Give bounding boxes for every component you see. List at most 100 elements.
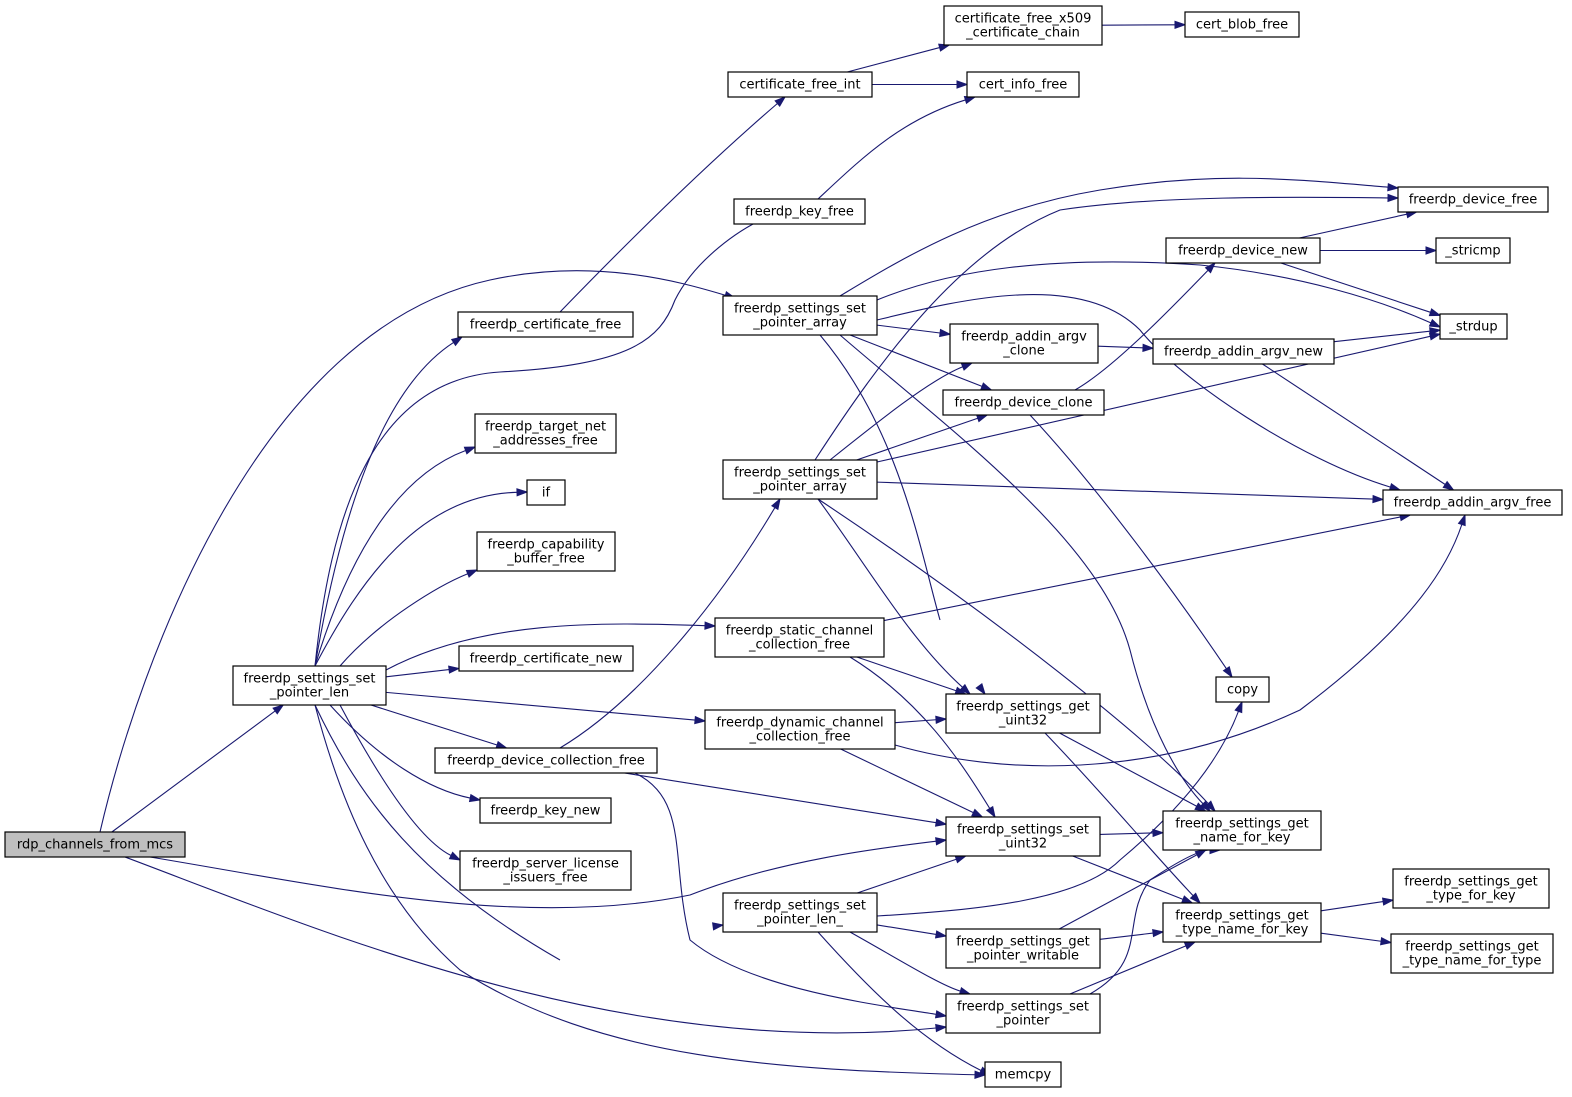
node-label: _uint32 [998,714,1047,729]
node-device-collection-free[interactable]: freerdp_device_collection_free [434,747,658,774]
edge-line [817,931,982,1072]
node-box [479,797,612,824]
node-cert-blob-free[interactable]: cert_blob_free [1184,11,1300,38]
edge-certificate-free-x509-certificate-chain-to-cert-blob-free [1101,20,1187,30]
edge-arrowhead [1194,802,1207,812]
edge-arrowhead [495,740,509,749]
node-box [722,295,878,336]
node-certificate-free[interactable]: freerdp_certificate_free [457,311,634,338]
edge-line [817,498,963,688]
node-label: _certificate_chain [965,26,1080,41]
node-box [945,693,1101,734]
node-device-free[interactable]: freerdp_device_free [1397,186,1549,213]
node-addin-argv-free[interactable]: freerdp_addin_argv_free [1382,489,1563,516]
node-box [1184,11,1300,38]
node-get-type-for-key[interactable]: freerdp_settings_get_type_for_key [1392,868,1550,909]
node-certificate-free-int[interactable]: certificate_free_int [727,71,873,98]
edge-arrowhead [272,704,285,715]
node-capability-buffer-free[interactable]: freerdp_capability_buffer_free [476,531,616,572]
node-static-channel-collection-free[interactable]: freerdp_static_channel_collection_free [714,617,885,658]
node-device-clone[interactable]: freerdp_device_clone [942,389,1105,416]
edge-set-pointer-len-to-if [314,488,529,667]
edge-line [99,270,726,833]
node-if[interactable]: if [526,479,566,506]
edge-line [1059,732,1197,807]
node-box [1435,237,1511,264]
node-dynamic-channel-collection-free[interactable]: freerdp_dynamic_channel_collection_free [704,709,896,750]
node-addin-argv-clone[interactable]: freerdp_addin_argv_clone [949,323,1099,364]
node-get-uint32[interactable]: freerdp_settings_get_uint32 [945,693,1101,734]
edge-line [814,196,1389,461]
edge-set-pointer-len-to-key-new [329,704,482,803]
edge-key-free-to-cert-info-free [817,96,977,200]
edge-set-pointer-len-to-set-pointer-len- [314,704,725,961]
edge-line [559,103,778,313]
edge-arrowhead [985,805,996,819]
node-key-free[interactable]: freerdp_key_free [733,198,866,225]
node-get-name-for-key[interactable]: freerdp_settings_get_name_for_key [1162,810,1322,851]
node-memcpy[interactable]: memcpy [984,1061,1062,1088]
edge-line [847,47,940,73]
edge-set-pointer-len-to-certificate-new [385,665,461,678]
edge-arrowhead [704,621,717,630]
node-set-pointer-len[interactable]: freerdp_settings_set_pointer_len [232,665,387,706]
edge-set-pointer-array-1-to-device-clone [849,334,993,391]
node-get-type-name-for-key[interactable]: freerdp_settings_get_type_name_for_key [1162,902,1322,943]
edge-arrowhead [1457,513,1466,527]
edge-line [876,924,937,936]
node-box [526,479,566,506]
node-addin-argv-new[interactable]: freerdp_addin_argv_new [1152,338,1335,365]
node-box [733,198,866,225]
edge-line [314,704,976,1076]
edge-arrowhead [960,362,974,371]
edge-addin-argv-clone-to-addin-argv-new [1097,343,1155,353]
node-rdp-channels-from-mcs[interactable]: rdp_channels_from_mcs [4,831,186,858]
edge-rdp-channels-from-mcs-to-set-pointer [124,856,948,1034]
node-server-license-issuers-free[interactable]: freerdp_server_license_issuers_free [459,850,632,891]
edge-line [1044,732,1194,897]
edge-device-clone-to-device-new [1074,261,1217,391]
edge-arrowhead [1189,892,1202,905]
node-box [945,816,1101,857]
node-get-type-name-for-type[interactable]: freerdp_settings_get_type_name_for_type [1390,933,1554,974]
node-stricmp[interactable]: _stricmp [1435,237,1511,264]
edge-line [559,507,776,749]
node-set-uint32[interactable]: freerdp_settings_set_uint32 [945,816,1101,857]
node-set-pointer-array-2[interactable]: freerdp_settings_set_pointer_array [722,459,878,500]
edge-set-pointer-array-2-to-get-name-for-key [817,498,1217,813]
node-cert-info-free[interactable]: cert_info_free [966,71,1080,98]
node-certificate-new[interactable]: freerdp_certificate_new [458,645,634,672]
edge-set-pointer-array-2-to-addin-argv-free [876,481,1385,504]
edge-line [876,481,1374,500]
edge-line [840,748,974,814]
node-copy[interactable]: copy [1215,676,1270,703]
edge-line [111,710,276,833]
edge-device-clone-to-copy [1029,414,1233,679]
node-strdup[interactable]: _strdup [1439,313,1508,340]
node-label: freerdp_addin_argv_free [1394,496,1552,511]
node-set-pointer-len-[interactable]: freerdp_settings_set_pointer_len_ [722,892,878,933]
node-label: freerdp_device_collection_free [447,754,644,769]
edge-set-pointer-array-2-to-device-free [814,193,1400,461]
edge-get-type-name-for-key-to-get-type-name-for-type [1320,932,1393,946]
node-target-net-addresses-free[interactable]: freerdp_target_net_addresses_free [474,413,617,454]
node-label: _pointer_len [269,686,349,701]
node-get-pointer-writable[interactable]: freerdp_settings_get_pointer_writable [945,928,1101,969]
node-set-pointer-array-1[interactable]: freerdp_settings_set_pointer_array [722,295,878,336]
edge-arrowhead [1372,494,1385,504]
node-certificate-free-x509-certificate-chain[interactable]: certificate_free_x509_certificate_chain [943,5,1103,46]
call-graph-nodes: rdp_channels_from_mcs freerdp_settings_se… [4,5,1563,1088]
edge-line [1097,345,1144,349]
node-set-pointer[interactable]: freerdp_settings_set_pointer [945,993,1101,1034]
node-label: _stricmp [1444,244,1500,259]
node-box [1439,313,1508,340]
node-label: _pointer_writable [966,949,1079,964]
node-box [1152,338,1335,365]
edge-arrowhead [934,1010,948,1019]
call-graph-edges [99,20,1466,1079]
node-label: freerdp_settings_get [1175,909,1308,924]
node-device-new[interactable]: freerdp_device_new [1165,237,1321,264]
node-key-new[interactable]: freerdp_key_new [479,797,612,824]
edge-arrowhead [975,414,989,423]
node-label: freerdp_settings_get [956,935,1089,950]
